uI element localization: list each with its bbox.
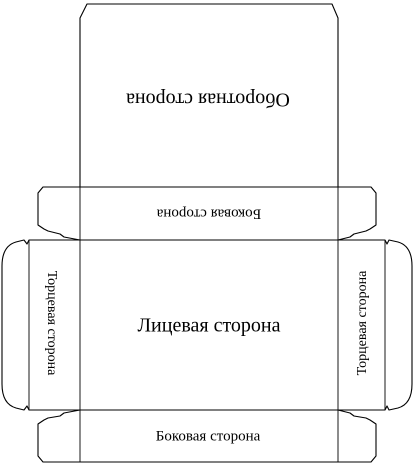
right-end-panel-outline xyxy=(337,239,413,411)
upper-right-dust-flap xyxy=(337,186,377,241)
upper-left-dust-flap xyxy=(37,186,81,241)
right-end-panel-label: Торцевая сторона xyxy=(355,270,370,375)
top-side-panel-label: Боковая сторона xyxy=(156,206,261,222)
back-panel-label: Оборотная сторона xyxy=(126,88,290,110)
cut-lines xyxy=(1,3,413,463)
front-panel-label: Лицевая сторона xyxy=(137,315,280,337)
left-end-panel-label: Торцевая сторона xyxy=(44,271,59,376)
top-tuck-flap-outline xyxy=(79,3,339,188)
lower-right-dust-flap xyxy=(337,409,377,463)
bottom-side-panel-label: Боковая сторона xyxy=(156,428,261,444)
fold-lines xyxy=(28,186,386,463)
lower-left-dust-flap xyxy=(37,409,81,463)
left-end-panel-outline xyxy=(1,239,81,411)
